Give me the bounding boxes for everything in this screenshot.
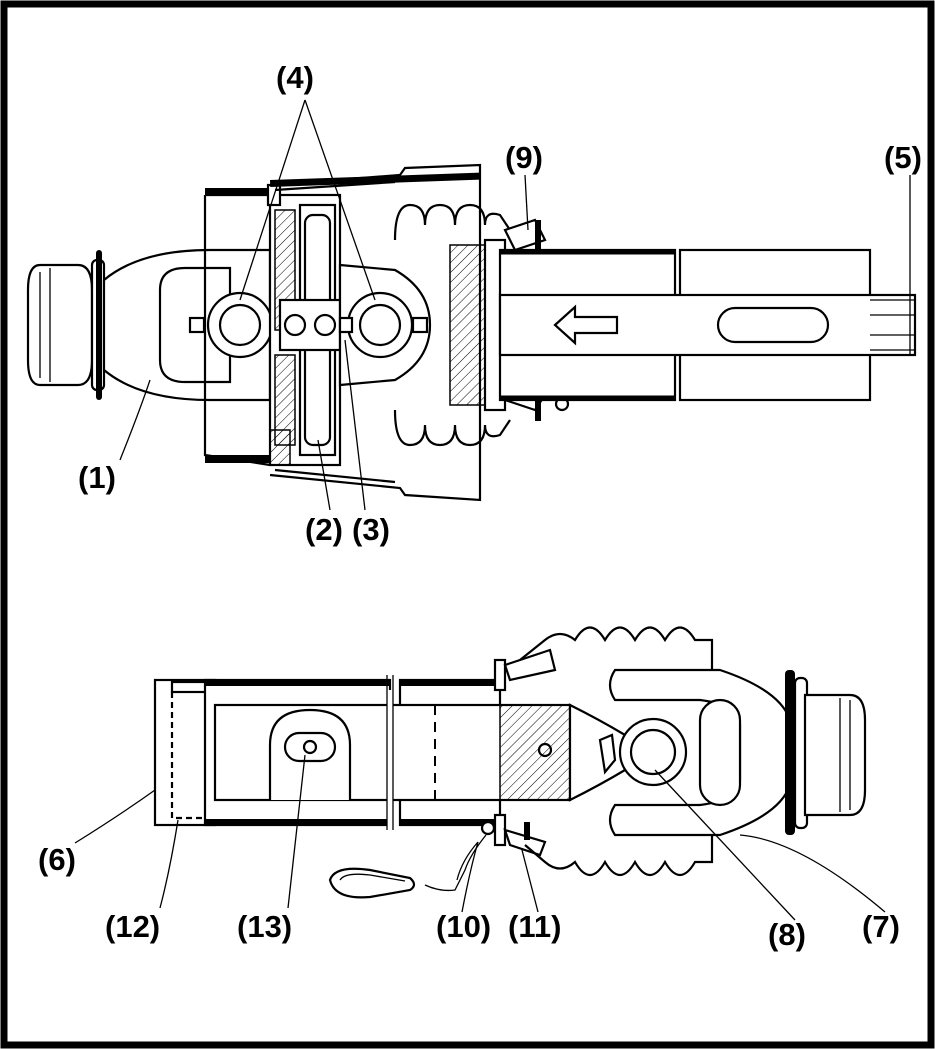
label-4: (4)	[276, 60, 314, 95]
leader-4a	[239, 99, 306, 301]
leader-4b	[304, 99, 376, 301]
leader-lines	[74, 99, 911, 921]
leader-1	[119, 379, 151, 461]
bottom-assembly	[153, 626, 867, 899]
top-left-flange	[26, 250, 106, 400]
label-2: (2)	[305, 512, 343, 547]
callout-labels: (4) (9) (5) (1) (2) (3) (6) (12) (13) (1…	[38, 60, 922, 952]
leader-6	[74, 789, 156, 844]
label-13: (13)	[237, 909, 292, 944]
label-11: (11)	[508, 909, 561, 944]
leader-8	[654, 769, 796, 921]
bellows-top	[393, 203, 511, 241]
label-8: (8)	[768, 917, 806, 952]
label-9: (9)	[505, 140, 543, 175]
label-5: (5)	[884, 140, 922, 175]
label-1: (1)	[78, 460, 116, 495]
direction-arrow	[553, 304, 619, 346]
bottom-right-flange	[785, 670, 867, 835]
leader-12	[159, 819, 179, 909]
leader-13	[287, 754, 306, 909]
leader-2	[317, 439, 331, 511]
label-12: (12)	[105, 909, 160, 944]
label-7: (7)	[862, 909, 900, 944]
label-6: (6)	[38, 842, 76, 877]
safety-chain-10	[328, 834, 487, 899]
centre-housing	[266, 183, 342, 467]
top-assembly	[26, 163, 917, 502]
telescopic-tube-top	[498, 248, 917, 402]
leader-9	[524, 174, 529, 231]
leader-11	[521, 849, 539, 913]
label-3: (3)	[352, 512, 390, 547]
leader-3	[344, 339, 366, 511]
bellows-bottom	[519, 626, 714, 680]
leader-10	[461, 841, 479, 913]
leader-7	[739, 834, 886, 913]
label-10: (10)	[436, 909, 491, 944]
clamp-11	[503, 828, 547, 857]
